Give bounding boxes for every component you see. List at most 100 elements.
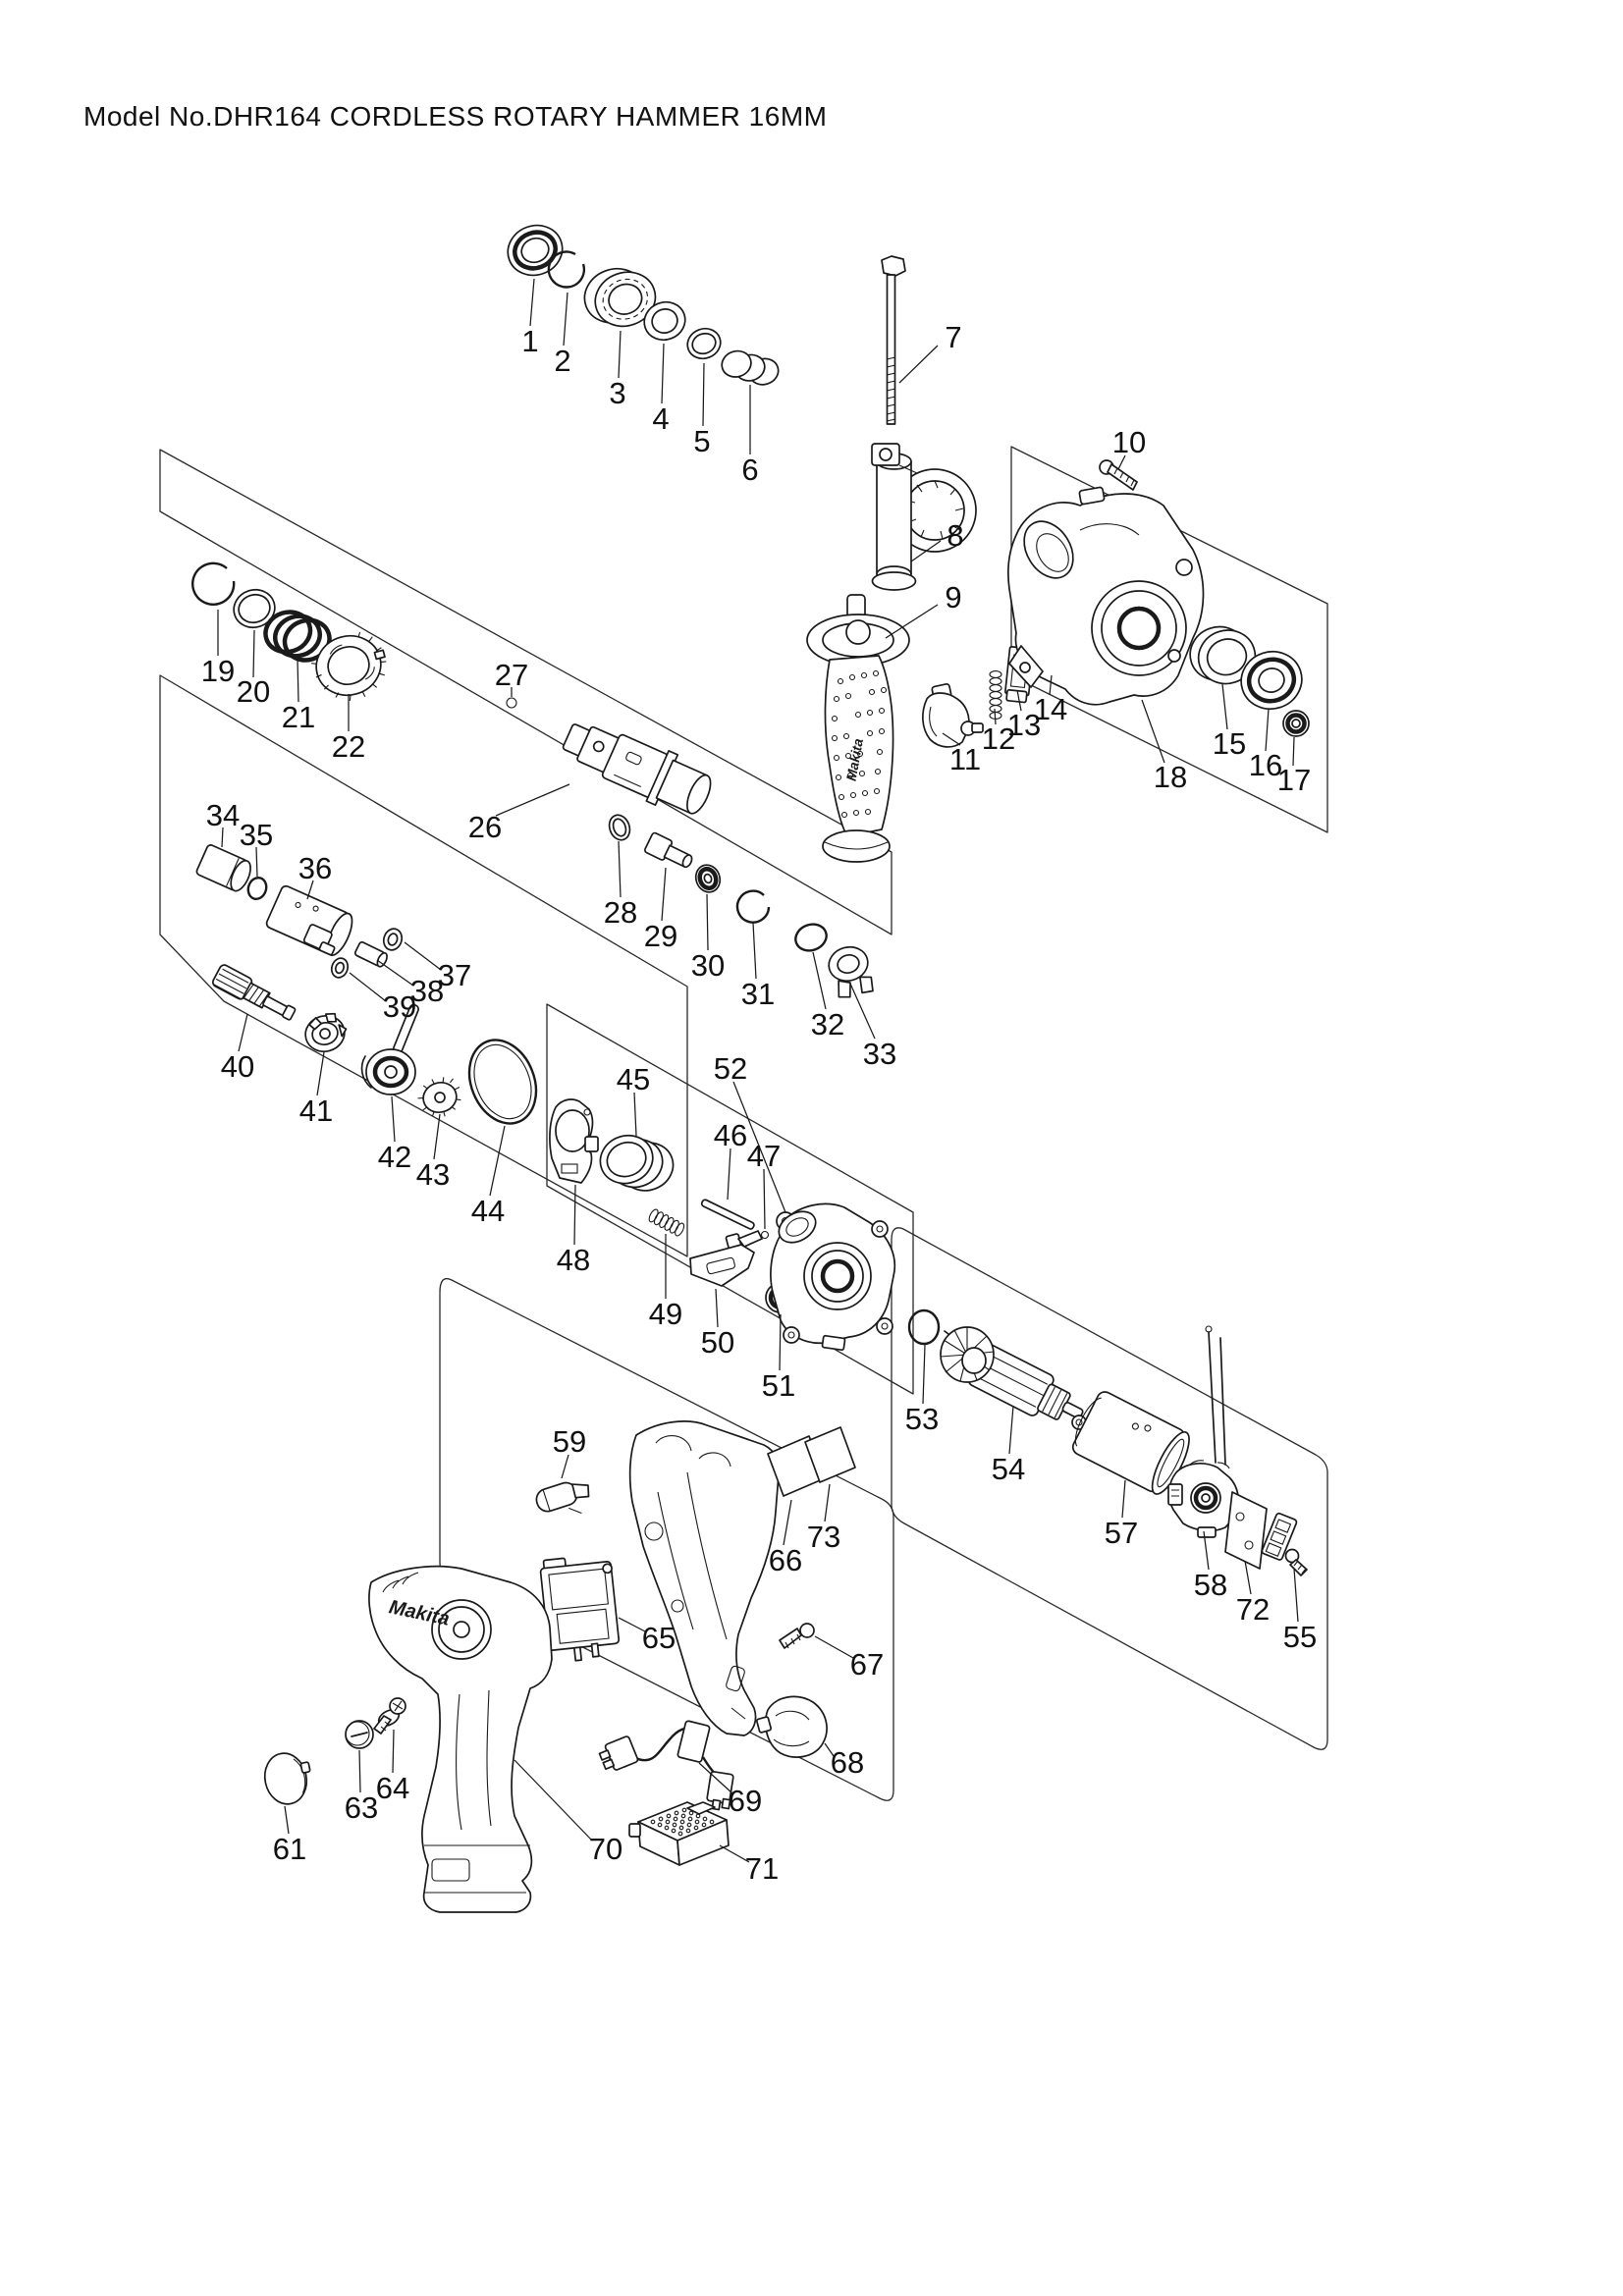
part-18-gear-housing-drawing — [1006, 486, 1205, 706]
leader-line-37 — [404, 941, 442, 971]
leader-line-71 — [719, 1844, 750, 1863]
part-label-28: 28 — [604, 895, 637, 930]
leader-line-38 — [376, 959, 414, 987]
part-66-handle-housing-right-drawing — [628, 1420, 781, 1736]
part-label-38: 38 — [410, 974, 444, 1008]
part-27-steel-ball-drawing — [506, 697, 517, 709]
leader-line-44 — [489, 1125, 506, 1197]
leader-line-70 — [514, 1759, 593, 1842]
leader-line-72 — [1244, 1560, 1252, 1595]
part-label-65: 65 — [642, 1621, 676, 1655]
part-label-16: 16 — [1249, 748, 1282, 782]
part-29-pin-drawing — [644, 831, 693, 869]
leader-line-13 — [1016, 689, 1022, 712]
leader-line-8 — [910, 540, 942, 562]
part-label-43: 43 — [416, 1157, 450, 1192]
leader-line-48 — [573, 1184, 576, 1246]
part-64-screw-washer-drawing — [373, 1697, 406, 1735]
part-44-o-ring-drawing — [467, 1039, 538, 1125]
part-label-29: 29 — [644, 919, 677, 953]
part-42-bearing-box-drawing — [360, 1003, 420, 1095]
part-label-68: 68 — [831, 1745, 864, 1780]
leader-line-47 — [763, 1168, 766, 1230]
part-16-bearing-drawing — [1240, 650, 1303, 711]
group-box-handle — [439, 1277, 894, 1801]
part-label-35: 35 — [240, 818, 273, 852]
part-15-ring-drawing — [1189, 625, 1257, 685]
leader-line-15 — [1221, 683, 1228, 730]
leader-line-55 — [1293, 1568, 1299, 1623]
leader-line-10 — [1117, 454, 1126, 470]
part-label-13: 13 — [1007, 708, 1041, 742]
part-label-31: 31 — [741, 977, 775, 1011]
part-label-40: 40 — [221, 1049, 254, 1084]
leader-line-12 — [994, 708, 997, 725]
part-label-71: 71 — [745, 1851, 779, 1886]
leader-line-34 — [221, 827, 224, 848]
part-label-33: 33 — [863, 1037, 896, 1071]
part-label-69: 69 — [729, 1784, 762, 1818]
leader-line-68 — [824, 1742, 835, 1757]
part-67-screw-drawing — [779, 1623, 815, 1649]
part-19-snap-ring-drawing — [191, 561, 236, 606]
part-31-snap-ring-drawing — [735, 889, 771, 924]
part-label-54: 54 — [992, 1452, 1025, 1486]
part-58-bearing-retainer-unit-drawing — [1167, 1325, 1240, 1538]
group-box-motor — [891, 1227, 1328, 1750]
leader-line-57 — [1121, 1479, 1126, 1519]
leader-line-59 — [561, 1454, 569, 1479]
page-title: Model No.DHR164 CORDLESS ROTARY HAMMER 1… — [83, 101, 827, 132]
leader-line-73 — [824, 1483, 831, 1522]
part-number-labels: 1234567891011121314151617181920212226272… — [201, 278, 1317, 1886]
part-30-bearing-drawing — [694, 864, 722, 893]
leader-line-36 — [306, 880, 314, 900]
leader-line-2 — [563, 292, 568, 347]
leader-line-58 — [1203, 1530, 1210, 1571]
leader-line-52 — [732, 1081, 786, 1213]
part-label-22: 22 — [332, 729, 365, 764]
leader-line-17 — [1292, 736, 1295, 767]
part-39-ring-drawing — [330, 957, 350, 979]
part-label-39: 39 — [383, 989, 416, 1024]
part-label-44: 44 — [471, 1194, 505, 1228]
leader-line-1 — [529, 278, 535, 327]
leader-line-29 — [661, 867, 667, 922]
leader-line-39 — [349, 972, 387, 1002]
part-40-input-shaft-drawing — [212, 964, 297, 1021]
part-2-snap-ring-drawing — [547, 250, 586, 289]
part-label-6: 6 — [741, 453, 758, 487]
leader-line-63 — [358, 1749, 361, 1793]
part-32-o-ring-drawing — [794, 923, 828, 952]
handle-grip-logo: Makita — [843, 737, 866, 782]
leader-line-9 — [885, 604, 939, 639]
group-box-striker — [159, 674, 688, 1257]
part-61-cap-drawing — [263, 1752, 311, 1805]
leader-line-33 — [849, 983, 876, 1040]
leader-line-3 — [618, 330, 622, 379]
part-17-small-bearing-drawing — [1282, 710, 1310, 737]
leader-line-46 — [727, 1148, 731, 1201]
leader-line-53 — [922, 1344, 926, 1405]
part-46-pin-drawing — [700, 1199, 755, 1230]
part-52-crank-housing-drawing — [770, 1202, 896, 1352]
part-4-washer-drawing — [643, 300, 686, 342]
part-label-59: 59 — [553, 1424, 586, 1459]
leader-line-11 — [942, 732, 961, 746]
controller-terminal-grid — [650, 1807, 715, 1837]
leader-line-64 — [392, 1729, 395, 1774]
leader-line-32 — [812, 951, 827, 1010]
part-label-1: 1 — [521, 324, 538, 358]
part-53-o-ring-drawing — [907, 1308, 941, 1346]
leader-line-69 — [698, 1762, 733, 1794]
part-21-piston-rings-drawing — [263, 610, 332, 663]
part-9-side-handle-drawing: Makita — [806, 594, 910, 863]
part-label-45: 45 — [617, 1062, 650, 1096]
part-43-gear-drawing — [417, 1077, 461, 1117]
part-41-clutch-cam-drawing — [304, 1012, 348, 1052]
part-73-name-plates-drawing — [767, 1426, 856, 1497]
part-55-screw-drawing — [1284, 1548, 1308, 1576]
part-label-19: 19 — [201, 654, 235, 688]
leader-line-66 — [783, 1499, 792, 1546]
leader-line-28 — [618, 840, 622, 898]
